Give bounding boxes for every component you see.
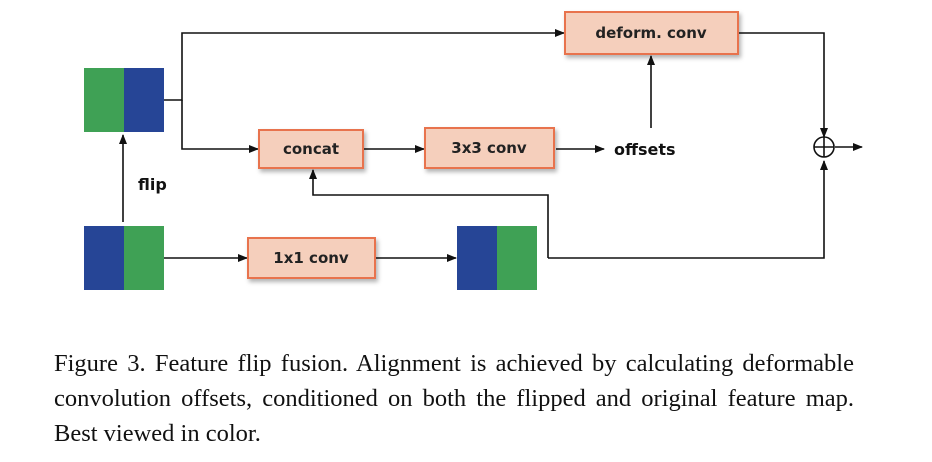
connections — [119, 29, 863, 262]
original-feature-map — [84, 226, 164, 290]
deform-conv-box: deform. conv — [564, 11, 739, 55]
arrow-feature-to-concat — [309, 169, 549, 258]
flipped-feature-map — [84, 68, 164, 132]
projected-feature-map — [457, 226, 537, 290]
conv3x3-box: 3x3 conv — [424, 127, 555, 169]
arrow-feature-to-sum — [548, 160, 828, 259]
arrow-flipped-to-concat — [181, 100, 259, 153]
offsets-label: offsets — [614, 140, 676, 159]
conv1x1-label: 1x1 conv — [273, 249, 349, 267]
deform-conv-label: deform. conv — [595, 24, 707, 42]
arrow-flipped-to-deform-conv — [164, 29, 565, 101]
sum-operator-icon — [813, 136, 835, 158]
arrow-deform-conv-to-sum — [739, 32, 828, 138]
conv1x1-box: 1x1 conv — [247, 237, 376, 279]
conv3x3-label: 3x3 conv — [451, 139, 527, 157]
concat-box: concat — [258, 129, 364, 169]
feature-flip-fusion-diagram: deform. conv concat 3x3 conv 1x1 conv of… — [84, 11, 863, 290]
figure-caption: Figure 3. Feature flip fusion. Alignment… — [54, 350, 854, 447]
flip-label: flip — [138, 175, 167, 194]
concat-label: concat — [283, 140, 339, 158]
